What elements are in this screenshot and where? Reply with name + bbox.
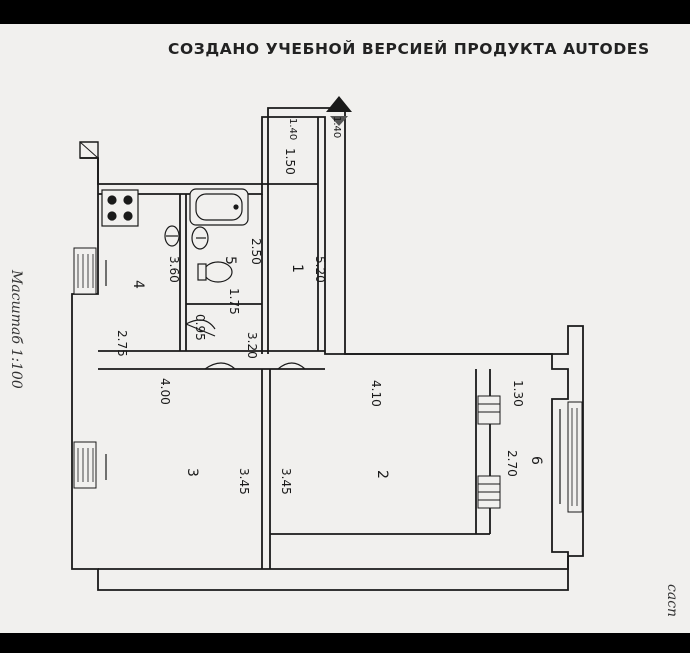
- outer-wall: [71, 157, 569, 591]
- room-number-2: 2: [374, 470, 390, 479]
- hall-width: 3.20: [245, 332, 259, 359]
- room-number-6: 6: [528, 456, 544, 465]
- door-arc: [185, 323, 216, 337]
- outer-wall: [344, 108, 584, 557]
- room-6-width: 1.30: [511, 380, 525, 407]
- room-4-length: 3.60: [167, 256, 181, 283]
- door-width: 0.95: [193, 314, 207, 341]
- window: [73, 441, 97, 489]
- room-1-width: 1.50: [283, 148, 297, 175]
- room-3-width: 4.00: [158, 378, 172, 405]
- outer-wall: [97, 107, 345, 185]
- floor-plan-sheet: СОЗДАНО УЧЕБНОЙ ВЕРСИЕЙ ПРОДУКТА AUTODES: [0, 24, 690, 633]
- door-arc: [277, 362, 306, 370]
- room-4-width: 2.75: [115, 330, 129, 357]
- room-5-length: 2.50: [249, 238, 263, 265]
- closet-dim-b: 1.40: [331, 116, 342, 138]
- toilet-icon: [197, 261, 233, 283]
- scale-caption: Масштаб 1:100: [8, 269, 24, 389]
- entrance-arrow-icon: [326, 96, 352, 126]
- room-5-width: 1.75: [227, 288, 241, 315]
- window: [567, 401, 583, 513]
- corner-caption: сасп: [664, 584, 680, 617]
- room-6-length: 2.70: [505, 450, 519, 477]
- room-1-length: 5.20: [313, 256, 327, 283]
- door-arc: [204, 362, 236, 370]
- closet-dim-a: 1.40: [287, 118, 298, 140]
- watermark-banner: СОЗДАНО УЧЕБНОЙ ВЕРСИЕЙ ПРОДУКТА AUTODES: [168, 40, 650, 58]
- door-arc: [185, 319, 216, 330]
- floor-plan-drawing: 1 1.50 5.20 2 4.10 3.45 3 4.00 3.45 4 2.…: [8, 96, 680, 617]
- window: [73, 247, 97, 295]
- room-number-4: 4: [130, 280, 146, 289]
- vent-block: [477, 395, 501, 425]
- room-2-length: 3.45: [279, 468, 293, 495]
- room-number-3: 3: [184, 468, 200, 477]
- room-3-length: 3.45: [237, 468, 251, 495]
- room-number-5: 5: [222, 256, 238, 265]
- stove-icon: [101, 189, 139, 227]
- room-2-width: 4.10: [369, 380, 383, 407]
- bathtub-icon: [189, 188, 249, 226]
- room-number-1: 1: [289, 264, 305, 273]
- inner-wall: [98, 116, 569, 570]
